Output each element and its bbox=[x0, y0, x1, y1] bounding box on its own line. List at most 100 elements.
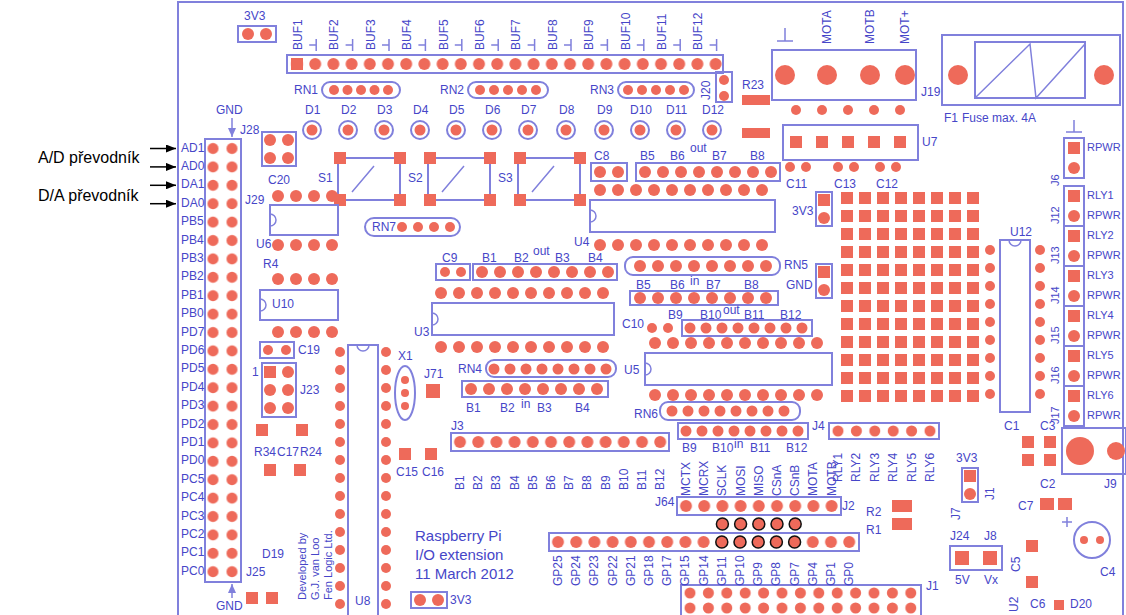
capacitor-pads bbox=[594, 166, 606, 178]
silkscreen-label: BUF8 bbox=[547, 19, 559, 50]
relay-header bbox=[1064, 186, 1084, 226]
ic-footprint bbox=[645, 363, 651, 375]
relay-header bbox=[1068, 410, 1080, 422]
relay-header bbox=[1068, 230, 1080, 242]
silkscreen-label: B2 bbox=[472, 475, 484, 490]
pin-row bbox=[413, 222, 423, 232]
ic-footprint bbox=[269, 236, 341, 254]
power-pads bbox=[411, 592, 447, 608]
capacitor-pads bbox=[833, 162, 843, 172]
switch-symbol bbox=[352, 166, 554, 192]
silkscreen-label: B2 bbox=[500, 402, 515, 414]
power-supply-section bbox=[1062, 517, 1072, 527]
switch-symbol bbox=[484, 194, 496, 206]
power-supply-section bbox=[1044, 436, 1056, 448]
jumper-header bbox=[262, 363, 296, 417]
resistor-pads bbox=[742, 95, 770, 105]
silkscreen-label: J12 bbox=[1050, 206, 1061, 224]
power-header bbox=[238, 26, 276, 42]
gpio-header bbox=[549, 533, 859, 551]
silkscreen-label: B6 bbox=[670, 279, 685, 291]
silkscreen-label: B8 bbox=[744, 279, 759, 291]
silkscreen-label: X1 bbox=[398, 350, 413, 362]
silkscreen-label: J28 bbox=[240, 124, 259, 136]
capacitor-pads bbox=[456, 267, 466, 277]
fuse-holder bbox=[1094, 65, 1114, 85]
ic-footprint bbox=[591, 181, 771, 199]
silkscreen-label: PD5 bbox=[181, 362, 204, 374]
regulator-footprint bbox=[790, 136, 802, 148]
silkscreen-label: GP9 bbox=[752, 562, 764, 586]
silkscreen-label: RLY2 bbox=[1087, 230, 1114, 241]
silkscreen-label: GP10 bbox=[734, 555, 746, 586]
relay-header bbox=[1068, 162, 1080, 174]
silkscreen-label: C3 bbox=[1040, 420, 1055, 432]
capacitor-pads bbox=[281, 345, 291, 355]
regulator-footprint bbox=[817, 105, 827, 115]
fuse-holder bbox=[975, 44, 1085, 98]
prototype-grid bbox=[838, 189, 982, 405]
capacitor-pads bbox=[875, 162, 885, 172]
silkscreen-label: C7 bbox=[1018, 500, 1033, 512]
silkscreen-label: G.J. van Loo bbox=[310, 538, 321, 600]
silkscreen-label: U12 bbox=[1010, 226, 1032, 238]
silkscreen-label: MOTA bbox=[821, 10, 833, 44]
silkscreen-label: B3 bbox=[537, 402, 552, 414]
motor-connector bbox=[860, 65, 880, 85]
silkscreen-label: U4 bbox=[574, 236, 589, 248]
silkscreen-label: GND bbox=[216, 600, 243, 612]
led-symbol bbox=[451, 125, 462, 136]
capacitor-pads bbox=[591, 163, 627, 181]
power-header bbox=[238, 26, 276, 42]
silkscreen-label: PC4 bbox=[181, 491, 204, 503]
silkscreen-label: B9 bbox=[600, 475, 612, 490]
board-outline bbox=[178, 2, 1123, 615]
silkscreen-label: U5 bbox=[624, 364, 639, 376]
silkscreen-label: B5 bbox=[636, 279, 651, 291]
relay-header bbox=[1068, 270, 1080, 282]
silkscreen-label: J9 bbox=[1104, 478, 1117, 490]
led-symbol bbox=[303, 121, 321, 139]
resistor-network bbox=[517, 85, 527, 95]
pin-row bbox=[397, 222, 407, 232]
resistor-network bbox=[489, 85, 499, 95]
jumper-header bbox=[426, 384, 440, 398]
silkscreen-label: PD7 bbox=[181, 326, 204, 338]
regulator-footprint bbox=[783, 105, 918, 160]
relay-header bbox=[1064, 138, 1084, 178]
pin-row bbox=[677, 497, 841, 515]
relay-header bbox=[1068, 370, 1080, 382]
capacitor-pads bbox=[399, 448, 411, 460]
silkscreen-label: D10 bbox=[630, 104, 652, 116]
silkscreen-label: BUF3 bbox=[365, 19, 377, 50]
silkscreen-label: 5V bbox=[955, 574, 970, 586]
resistor-network bbox=[356, 85, 366, 95]
led-symbol bbox=[483, 121, 501, 139]
capacitor-pads bbox=[425, 448, 437, 460]
resistor-pads bbox=[716, 72, 770, 138]
power-supply-section bbox=[1096, 536, 1104, 544]
power-supply-section bbox=[1022, 436, 1034, 448]
jumper-header bbox=[282, 402, 294, 414]
ic-footprint bbox=[348, 345, 378, 615]
silkscreen-label: GP8 bbox=[770, 562, 782, 586]
regulator-footprint bbox=[783, 125, 918, 160]
silkscreen-label: J1 bbox=[926, 580, 939, 592]
regulator-footprint bbox=[816, 136, 828, 148]
gpio-header bbox=[753, 518, 765, 530]
silkscreen-label: D12 bbox=[702, 104, 724, 116]
ic-footprint bbox=[1009, 240, 1021, 246]
resistor-network bbox=[475, 85, 485, 95]
gpio-header bbox=[789, 518, 801, 530]
capacitor-pads bbox=[647, 323, 657, 333]
annotation-arrow bbox=[150, 203, 176, 205]
resistor-pads bbox=[716, 72, 732, 102]
crystal-symbol bbox=[401, 376, 409, 384]
ic-footprint bbox=[432, 303, 614, 335]
silkscreen-label: U2 bbox=[1008, 597, 1020, 612]
resistor-network bbox=[370, 85, 380, 95]
silkscreen-label: S1 bbox=[318, 172, 333, 184]
power-pads bbox=[818, 266, 830, 278]
capacitor-pads bbox=[801, 162, 811, 172]
pin-row bbox=[829, 423, 939, 439]
